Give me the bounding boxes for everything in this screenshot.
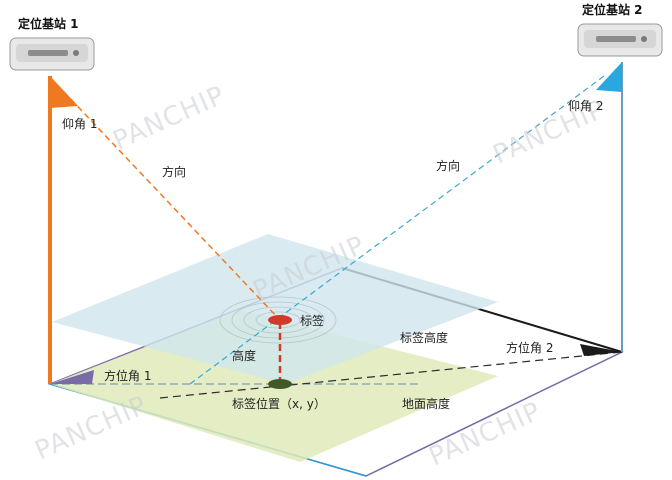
azimuth2-label: 方位角 2	[506, 340, 553, 355]
tag-position-label: 标签位置（x, y）	[232, 396, 326, 411]
tag-label: 标签	[300, 313, 324, 328]
height-label: 高度	[232, 348, 256, 363]
elevation1-label: 仰角 1	[62, 116, 97, 131]
station2-flag	[596, 62, 622, 92]
watermark: PANCHIP	[31, 390, 152, 466]
station1-device	[9, 37, 95, 71]
tag-height-label: 标签高度	[400, 330, 448, 345]
azimuth1-label: 方位角 1	[104, 368, 151, 383]
direction1-label: 方向	[162, 164, 186, 179]
ground-dot	[268, 379, 292, 389]
tag-plane	[52, 234, 498, 384]
signal-rings	[219, 296, 337, 344]
tag-dot	[268, 315, 292, 325]
station2-device	[577, 23, 663, 57]
direction2-line	[189, 75, 605, 385]
azimuth1-wedge	[50, 370, 94, 384]
direction1-line	[63, 91, 279, 319]
station1-label: 定位基站 1	[18, 16, 79, 31]
direction2-label: 方向	[436, 158, 460, 173]
azimuth2-wedge	[580, 344, 622, 356]
ground-height-label: 地面高度	[402, 396, 450, 411]
watermark: PANCHIP	[109, 80, 230, 156]
elevation2-label: 仰角 2	[568, 98, 603, 113]
station2-label: 定位基站 2	[582, 2, 643, 17]
